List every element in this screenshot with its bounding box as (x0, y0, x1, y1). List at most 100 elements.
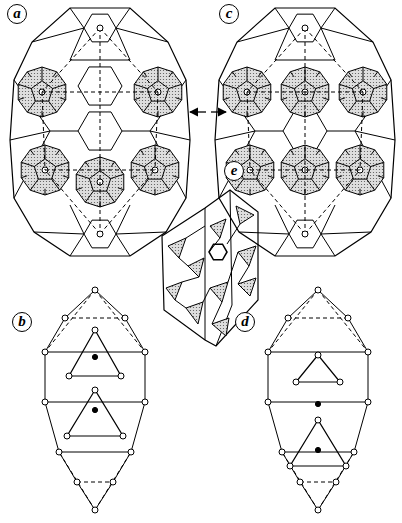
frame-line (70, 8, 84, 28)
frame-line (212, 302, 222, 324)
wireframe-model (42, 287, 148, 513)
frame-line (111, 174, 124, 178)
dashed-link (247, 92, 250, 170)
dashed-link (155, 92, 158, 170)
inner-triangle (67, 390, 123, 436)
open-site (265, 399, 271, 405)
frame-line (345, 150, 349, 155)
open-site (337, 379, 343, 385)
frame-line (268, 352, 269, 402)
frame-line (165, 101, 173, 112)
shaded-triangle (212, 318, 229, 336)
frame-line (290, 101, 298, 112)
frame-line (173, 176, 179, 178)
open-site (365, 349, 371, 355)
open-site (97, 25, 103, 31)
open-site (110, 479, 116, 485)
cluster-outline (215, 8, 395, 256)
open-site (120, 433, 126, 439)
open-site (92, 387, 98, 393)
frame-line (321, 232, 371, 234)
frame-line (169, 72, 173, 77)
frame-line (235, 150, 239, 155)
frame-line (354, 402, 368, 452)
frame-line (143, 101, 151, 112)
frame-line (116, 234, 130, 256)
frame-line (134, 98, 140, 100)
frame-line (118, 188, 124, 190)
frame-line (116, 28, 130, 60)
dashed-link (59, 452, 95, 510)
frame-line (63, 176, 69, 178)
frame-line (131, 176, 137, 178)
frame-line (116, 232, 166, 234)
frame-line (255, 131, 283, 132)
panel-letter: d (235, 312, 255, 332)
hexagon-cell (283, 112, 327, 150)
sheet-outline (162, 190, 258, 346)
frame-line (95, 290, 125, 318)
panel-letter: e (224, 161, 244, 181)
open-site (297, 479, 303, 485)
frame-line (45, 318, 65, 352)
dashed-link (65, 318, 125, 319)
frame-line (371, 162, 384, 166)
frame-line (247, 67, 248, 81)
frame-line (179, 258, 188, 266)
dashed-link (318, 290, 368, 352)
frame-line (76, 174, 89, 178)
frame-line (45, 402, 145, 403)
shaded-triangle (188, 258, 204, 277)
open-site (128, 449, 134, 455)
open-site (351, 449, 357, 455)
frame-line (321, 205, 335, 234)
frame-line (281, 84, 294, 88)
frame-line (56, 150, 60, 155)
frame-line (374, 72, 378, 77)
frame-line (134, 84, 147, 88)
hexagon-cell (78, 112, 122, 150)
frame-line (65, 290, 95, 318)
frame-line (85, 191, 93, 202)
frame-line (52, 179, 60, 190)
open-site (62, 315, 68, 321)
dodecahedron-face (34, 159, 55, 179)
dashed-link (247, 28, 305, 92)
frame-line (107, 191, 115, 202)
frame-line (268, 318, 288, 352)
frame-line (290, 179, 298, 190)
open-site (92, 327, 98, 333)
frame-line (169, 84, 182, 88)
open-site (315, 287, 321, 293)
frame-line (238, 266, 249, 284)
frame-line (275, 28, 289, 60)
frame-line (275, 234, 289, 256)
frame-line (140, 179, 148, 190)
frame-line (323, 98, 329, 100)
frame-line (76, 188, 82, 190)
dodecahedron-face (144, 159, 165, 179)
frame-line (345, 179, 353, 190)
frame-line (70, 28, 84, 60)
frame-line (250, 189, 251, 195)
frame-line (321, 234, 335, 256)
inner-triangle (69, 330, 121, 376)
frame-line (27, 72, 31, 77)
dashed-link (77, 482, 113, 483)
dashed-link (282, 452, 318, 510)
frame-line (223, 84, 236, 88)
dashed-link (42, 92, 45, 170)
frame-line (360, 189, 361, 195)
frame-line (70, 234, 84, 256)
frame-line (316, 150, 320, 155)
frame-line (42, 67, 43, 81)
frame-line (166, 162, 179, 166)
open-site (285, 315, 291, 321)
direction-arrow (190, 111, 206, 112)
frame-line (85, 162, 89, 167)
cluster-outline (10, 8, 190, 256)
open-site (92, 507, 98, 513)
frame-line (166, 150, 170, 155)
frame-line (261, 150, 265, 155)
